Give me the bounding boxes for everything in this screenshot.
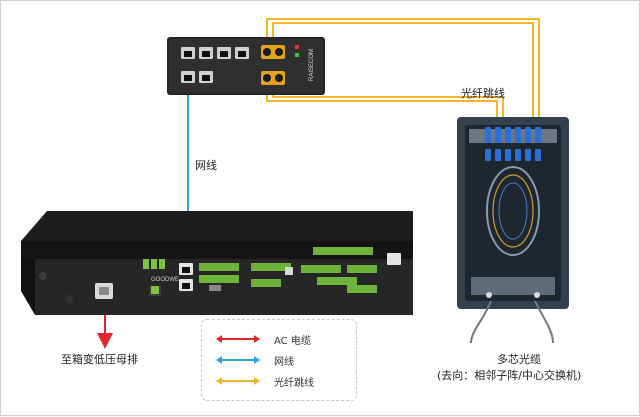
legend: AC 电缆 网线 光纤跳线	[201, 319, 357, 401]
power-destination-label: 至箱变低压母排	[61, 353, 138, 366]
legend-label-network: 网线	[274, 356, 294, 368]
fiber-line-top	[266, 18, 540, 123]
network-cable-label: 网线	[195, 159, 217, 172]
legend-item-fiber: 光纤跳线	[216, 374, 314, 389]
legend-label-ac: AC 电缆	[274, 335, 311, 347]
logger-brand: GOODWE	[151, 277, 179, 283]
legend-item-ac: AC 电缆	[216, 332, 311, 347]
legend-label-fiber: 光纤跳线	[274, 377, 314, 389]
switch-brand: RAISECOM	[309, 49, 315, 81]
industrial-switch: RAISECOM	[167, 37, 325, 95]
fiber-patch-label: 光纤跳线	[461, 87, 505, 100]
fiber-line-swatch	[216, 377, 260, 385]
cable-destination-label: (去向：相邻子阵/中心交换机)	[437, 369, 582, 382]
cable-title-label: 多芯光缆	[497, 353, 541, 366]
data-logger: GOODWE	[21, 211, 413, 315]
fiber-line-top-2	[272, 22, 534, 123]
fiber-termination-box	[457, 117, 569, 344]
legend-item-network: 网线	[216, 353, 294, 368]
network-line-swatch	[216, 356, 260, 364]
ac-line-swatch	[216, 335, 260, 343]
